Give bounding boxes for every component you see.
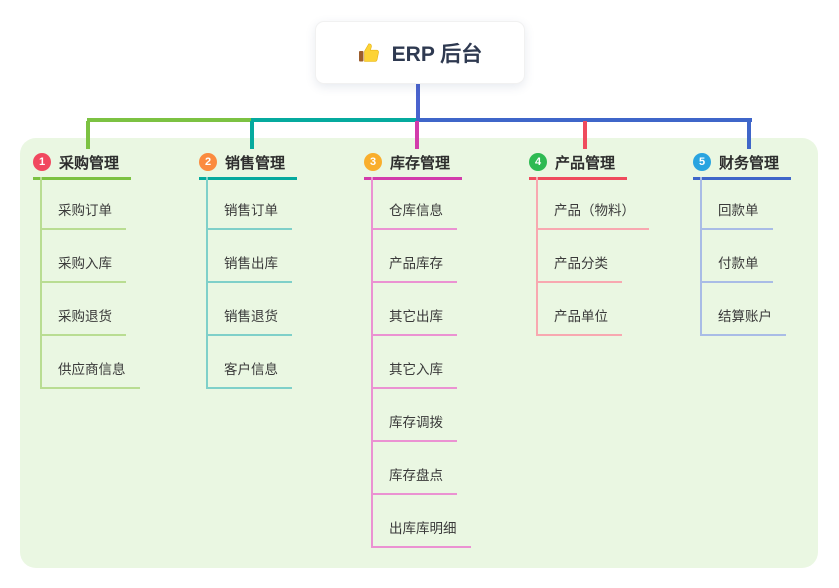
branch-children: 采购订单 采购入库 采购退货 供应商信息 xyxy=(40,177,140,389)
child-node[interactable]: 采购退货 xyxy=(42,283,126,336)
child-node[interactable]: 产品分类 xyxy=(538,230,622,283)
branches-panel xyxy=(20,138,818,568)
branch-label: 销售管理 xyxy=(225,154,286,172)
root-node[interactable]: ERP 后台 xyxy=(315,21,525,84)
child-node[interactable]: 产品（物料） xyxy=(538,177,649,230)
branch-children: 产品（物料） 产品分类 产品单位 xyxy=(536,177,649,336)
child-node[interactable]: 客户信息 xyxy=(208,336,292,389)
branch-node-purchase[interactable]: 1 采购管理 xyxy=(33,149,132,180)
child-node[interactable]: 结算账户 xyxy=(702,283,786,336)
child-node[interactable]: 销售订单 xyxy=(208,177,292,230)
child-node[interactable]: 供应商信息 xyxy=(42,336,140,389)
child-node[interactable]: 采购入库 xyxy=(42,230,126,283)
root-label: ERP 后台 xyxy=(391,42,483,66)
branch-children: 回款单 付款单 结算账户 xyxy=(700,177,786,336)
child-node[interactable]: 产品单位 xyxy=(538,283,622,336)
branch5-drop-line xyxy=(747,121,751,149)
branch5-connector-line xyxy=(416,118,752,122)
child-node[interactable]: 库存盘点 xyxy=(373,442,457,495)
branch-node-inventory[interactable]: 3 库存管理 xyxy=(364,149,463,180)
branch-label: 财务管理 xyxy=(719,154,780,172)
branch-label: 产品管理 xyxy=(555,154,616,172)
branch-node-sales[interactable]: 2 销售管理 xyxy=(199,149,298,180)
child-node[interactable]: 销售出库 xyxy=(208,230,292,283)
child-node[interactable]: 采购订单 xyxy=(42,177,126,230)
child-node[interactable]: 销售退货 xyxy=(208,283,292,336)
branch-node-finance[interactable]: 5 财务管理 xyxy=(693,149,792,180)
branch-node-product[interactable]: 4 产品管理 xyxy=(529,149,628,180)
child-node[interactable]: 回款单 xyxy=(702,177,773,230)
branch-number-badge: 5 xyxy=(693,153,711,171)
branch-label: 库存管理 xyxy=(390,154,451,172)
child-node[interactable]: 仓库信息 xyxy=(373,177,457,230)
branch4-drop-line xyxy=(583,121,587,149)
branch-label: 采购管理 xyxy=(59,154,120,172)
child-node[interactable]: 产品库存 xyxy=(373,230,457,283)
thumbs-up-icon xyxy=(358,41,382,65)
branch-children: 销售订单 销售出库 销售退货 客户信息 xyxy=(206,177,292,389)
branch2-drop-line xyxy=(250,121,254,149)
branch2-connector-line xyxy=(251,118,419,122)
child-node[interactable]: 其它入库 xyxy=(373,336,457,389)
child-node[interactable]: 其它出库 xyxy=(373,283,457,336)
branch-number-badge: 1 xyxy=(33,153,51,171)
branch-children: 仓库信息 产品库存 其它出库 其它入库 库存调拨 库存盘点 出库库明细 xyxy=(371,177,471,548)
branch3-drop-line xyxy=(415,121,419,149)
branch-number-badge: 2 xyxy=(199,153,217,171)
root-connector-line xyxy=(416,82,420,120)
branch-number-badge: 4 xyxy=(529,153,547,171)
branch1-drop-line xyxy=(86,121,90,149)
child-node[interactable]: 付款单 xyxy=(702,230,773,283)
child-node[interactable]: 出库库明细 xyxy=(373,495,471,548)
branch-number-badge: 3 xyxy=(364,153,382,171)
branch1-connector-line xyxy=(87,118,253,122)
child-node[interactable]: 库存调拨 xyxy=(373,389,457,442)
